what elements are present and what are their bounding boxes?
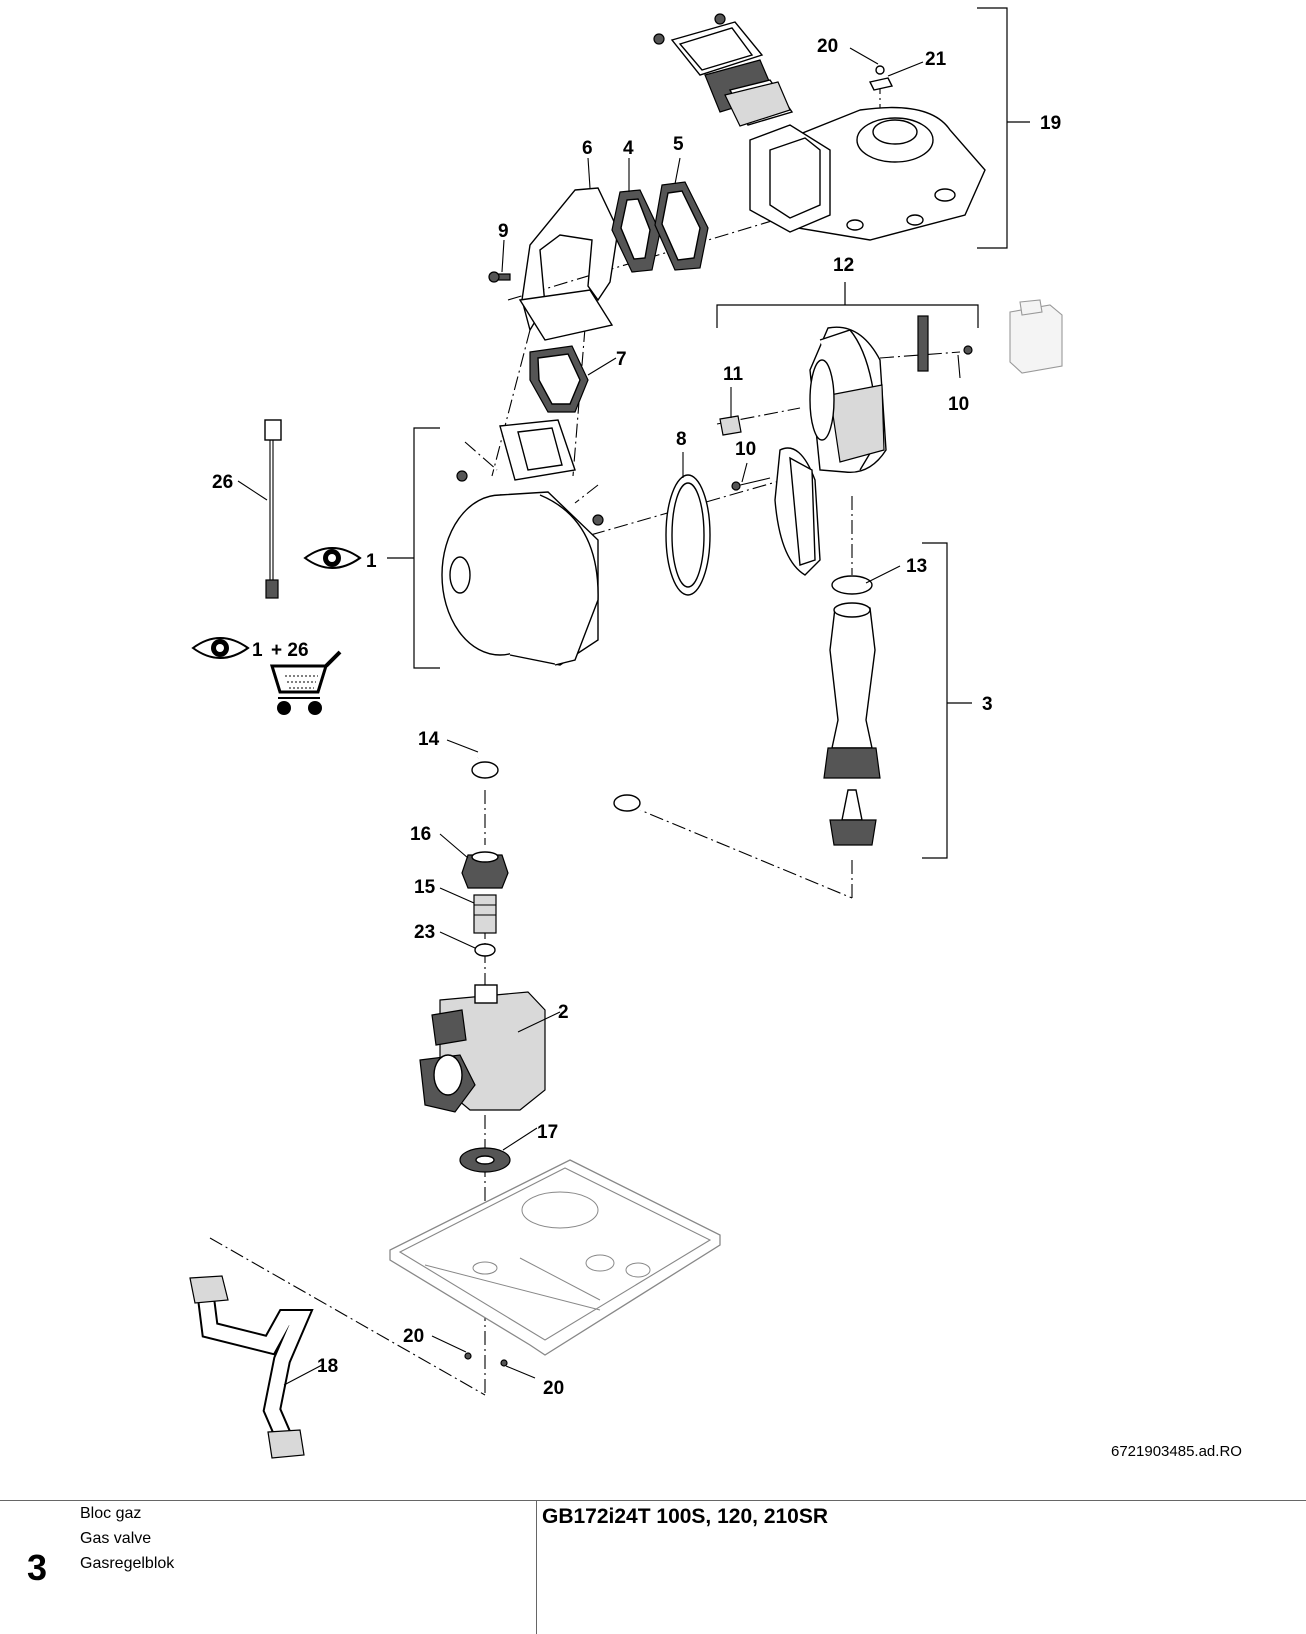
ghost-control-box [1009,299,1063,374]
callout-1: 1 [366,551,377,572]
part-19-burner-lid [749,106,986,241]
part-6-elbow [518,187,619,341]
callout-12: 12 [833,255,854,276]
callout-labels: 1 2 3 4 5 6 7 8 9 10 10 11 12 13 14 15 1… [212,36,1061,1399]
callout-1-kit: 1 [252,640,263,661]
part-2-gas-valve [419,984,546,1113]
part-14-gas-pipe [468,732,642,845]
callout-8: 8 [676,429,687,450]
callout-11: 11 [723,364,744,385]
callout-19: 19 [1040,113,1061,134]
screws-base [464,1352,508,1367]
part-26-cable [264,419,282,599]
callout-16: 16 [410,824,431,845]
callout-20-top: 20 [817,36,838,57]
model-title: GB172i24T 100S, 120, 210SR [542,1505,829,1528]
part-16-nut [461,851,509,889]
description-nl: Gasregelblok [80,1555,175,1572]
assembly-brackets [387,7,1030,859]
drawing-id: 6721903485.ad.RO [1111,1443,1242,1460]
callout-3: 3 [982,694,993,715]
part-13-o-ring [831,575,873,595]
callout-2: 2 [558,1002,569,1023]
callout-9: 9 [498,221,509,242]
callout-21: 21 [925,49,947,70]
part-12-mixer [774,315,973,576]
part-9-screw [488,271,511,283]
part-11-pin [719,415,742,436]
callout-26: 26 [212,472,233,493]
part-15-union [473,894,497,934]
callout-15: 15 [414,877,436,898]
part-5-gasket [654,181,709,271]
footer: 3 Bloc gaz Gas valve Gasregelblok GB172i… [0,1500,1306,1634]
part-3-venturi [823,602,881,846]
callout-10-right: 10 [948,394,969,415]
callout-plus-26: + 26 [271,640,309,661]
callout-14: 14 [418,729,440,750]
part-23-washer [474,943,496,957]
eye-icon [303,547,362,569]
exploded-parts-diagram: 1 2 3 4 5 6 7 8 9 10 10 11 12 13 14 15 1… [189,7,1063,1459]
callout-18: 18 [317,1356,338,1377]
callout-20-left: 20 [403,1326,424,1347]
footer-divider [536,1501,537,1634]
part-8-o-ring [665,474,711,596]
callout-10-left: 10 [735,439,756,460]
description-ro: Bloc gaz [80,1505,142,1522]
part-18-gas-connection-pipe [189,1275,314,1459]
callout-13: 13 [906,556,927,577]
part-17-gasket [459,1147,511,1173]
callout-6: 6 [582,138,593,159]
callout-20-bottom: 20 [543,1378,564,1399]
callout-17: 17 [537,1122,558,1143]
part-7-gasket [529,345,589,413]
shopping-cart-icon [269,650,342,715]
description-en: Gas valve [80,1530,152,1547]
part-10-screw-left [731,477,771,491]
part-1-fan [441,419,604,666]
callout-23: 23 [414,922,435,943]
screws-top [653,13,894,91]
base-plate [389,1159,721,1356]
page-number: 3 [27,1547,48,1588]
callout-5: 5 [673,134,684,155]
part-4-gasket [611,189,661,273]
callout-7: 7 [616,349,627,370]
eye-icon [191,637,250,659]
callout-4: 4 [623,138,634,159]
part-19-gasket-set [670,21,794,127]
leader-lines [237,47,961,1386]
